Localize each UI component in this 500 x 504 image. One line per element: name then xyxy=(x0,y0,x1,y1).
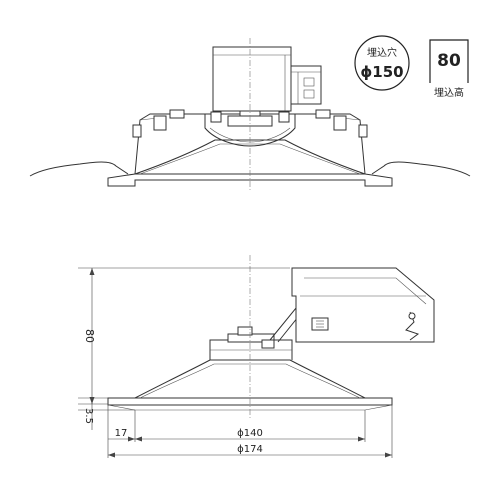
dim-outer-diameter: ϕ174 xyxy=(237,444,263,455)
left-bracket xyxy=(153,115,167,131)
dim-inner-diameter: ϕ140 xyxy=(237,428,263,439)
right-spring-flange xyxy=(371,161,471,177)
dim-base-3-5: 3.5 xyxy=(83,408,94,424)
hole-badge: 埋込穴 ϕ150 xyxy=(354,35,410,91)
ballast-box xyxy=(212,46,292,112)
left-spring-flange xyxy=(29,161,129,177)
side-ballast-box xyxy=(291,267,435,343)
front-elevation-view xyxy=(29,38,471,190)
height-badge-label: 埋込高 xyxy=(434,86,464,99)
side-elevation-view xyxy=(107,255,435,420)
right-bracket xyxy=(333,115,347,131)
frame-left-wall xyxy=(134,113,205,175)
dim-offset-17: 17 xyxy=(115,428,128,439)
frame-right-wall xyxy=(295,113,366,175)
hole-badge-value: ϕ150 xyxy=(360,63,403,81)
hole-badge-label: 埋込穴 xyxy=(367,46,397,59)
bezel-lower xyxy=(107,173,393,187)
dim-height-80: 80 xyxy=(83,329,96,343)
right-clip xyxy=(358,124,368,138)
height-badge-value: 80 xyxy=(437,51,461,71)
dimension-lines xyxy=(78,267,393,458)
left-clip xyxy=(132,124,142,138)
height-badge: 80 埋込高 xyxy=(429,39,469,99)
terminal-block xyxy=(290,65,322,105)
